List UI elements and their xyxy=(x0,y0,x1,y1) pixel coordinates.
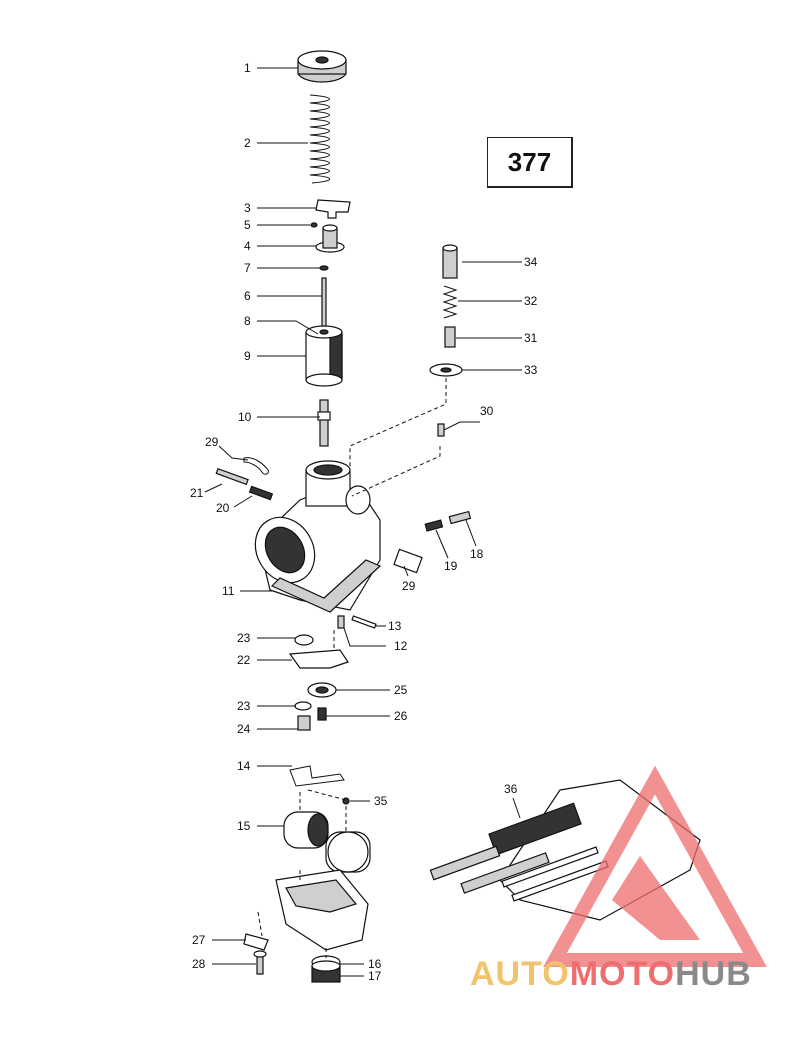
callout-26: 26 xyxy=(394,709,408,723)
part-28-screw xyxy=(253,950,267,975)
callout-11: 11 xyxy=(222,584,235,598)
part-30-pilot-jet xyxy=(437,423,445,437)
callout-17: 17 xyxy=(368,969,382,983)
callout-35: 35 xyxy=(374,794,388,808)
callout-20: 20 xyxy=(216,501,230,515)
callout-18: 18 xyxy=(470,547,484,561)
part-15-float xyxy=(283,811,371,873)
part-2-spring xyxy=(309,94,331,184)
callout-1: 1 xyxy=(244,61,251,75)
callout-30: 30 xyxy=(480,404,494,418)
callout-15: 15 xyxy=(237,819,251,833)
part-24-main-jet xyxy=(297,715,311,731)
part-31-pilot-screw xyxy=(444,326,456,348)
watermark-moto: MOTO xyxy=(569,955,676,993)
part-4-holder xyxy=(315,224,345,253)
part-21-screw xyxy=(215,467,249,486)
callout-21: 21 xyxy=(190,486,204,500)
callout-numbers: 1 2 3 5 4 7 6 8 9 10 34 32 31 33 30 29 2… xyxy=(190,61,538,983)
callout-13: 13 xyxy=(388,619,402,633)
part-12-jet xyxy=(337,615,345,629)
callout-16: 16 xyxy=(368,957,382,971)
callout-23: 23 xyxy=(237,631,251,645)
callout-14: 14 xyxy=(237,759,251,773)
part-25-seat xyxy=(307,682,337,698)
callout-12: 12 xyxy=(394,639,408,653)
part-26-jet xyxy=(317,707,327,721)
watermark-text: AUTOMOTOHUB xyxy=(470,955,752,994)
page-number: 377 xyxy=(507,146,552,177)
callout-24: 24 xyxy=(237,722,251,736)
watermark-auto: AUTO xyxy=(470,955,570,993)
part-23-washer xyxy=(294,634,314,711)
callout-8: 8 xyxy=(244,314,251,328)
callout-22: 22 xyxy=(237,653,251,667)
part-32-spring xyxy=(442,285,458,319)
callout-10: 10 xyxy=(238,410,252,424)
callout-4: 4 xyxy=(244,239,251,253)
leader-lines xyxy=(204,67,522,977)
part-13-pin xyxy=(351,615,377,629)
callout-34: 34 xyxy=(524,255,538,269)
callout-3: 3 xyxy=(244,201,251,215)
part-34-adjuster xyxy=(442,244,458,279)
part-7-e-clip xyxy=(319,265,329,271)
callout-29b: 29 xyxy=(402,579,416,593)
part-20-spring xyxy=(248,485,274,501)
callout-32: 32 xyxy=(524,294,538,308)
callout-9: 9 xyxy=(244,349,251,363)
part-10-needle-jet xyxy=(317,399,331,447)
callout-31: 31 xyxy=(524,331,538,345)
part-11-carburetor-body xyxy=(254,460,382,613)
callout-25: 25 xyxy=(394,683,408,697)
callout-5: 5 xyxy=(244,218,251,232)
callout-27: 27 xyxy=(192,933,206,947)
callout-7: 7 xyxy=(244,261,251,275)
part-27-clip xyxy=(243,933,269,951)
callout-2: 2 xyxy=(244,136,251,150)
assembly-lines xyxy=(257,378,447,958)
part-18-idle-screw xyxy=(448,510,472,525)
part-22-plate xyxy=(288,649,349,669)
callout-6: 6 xyxy=(244,289,251,303)
part-33-washer xyxy=(429,363,463,377)
part-5-ring xyxy=(310,222,318,228)
part-17-plug xyxy=(311,960,341,983)
callout-19: 19 xyxy=(444,559,458,573)
part-14-float-arm xyxy=(289,765,345,787)
callout-29: 29 xyxy=(205,435,219,449)
watermark-hub: HUB xyxy=(675,955,752,993)
callout-33: 33 xyxy=(524,363,538,377)
part-3-clip xyxy=(315,199,351,219)
callout-23b: 23 xyxy=(237,699,251,713)
page-number-box: 377 xyxy=(487,137,573,188)
part-float-bowl xyxy=(275,869,369,951)
part-35-pin xyxy=(342,797,350,805)
callout-36: 36 xyxy=(504,782,518,796)
callout-28: 28 xyxy=(192,957,206,971)
part-9-throttle-slide xyxy=(305,325,343,387)
part-19-spring xyxy=(424,519,444,532)
part-6-jet-needle xyxy=(321,277,327,329)
watermark-triangle-logo xyxy=(543,765,767,967)
part-1-cap xyxy=(297,50,347,83)
